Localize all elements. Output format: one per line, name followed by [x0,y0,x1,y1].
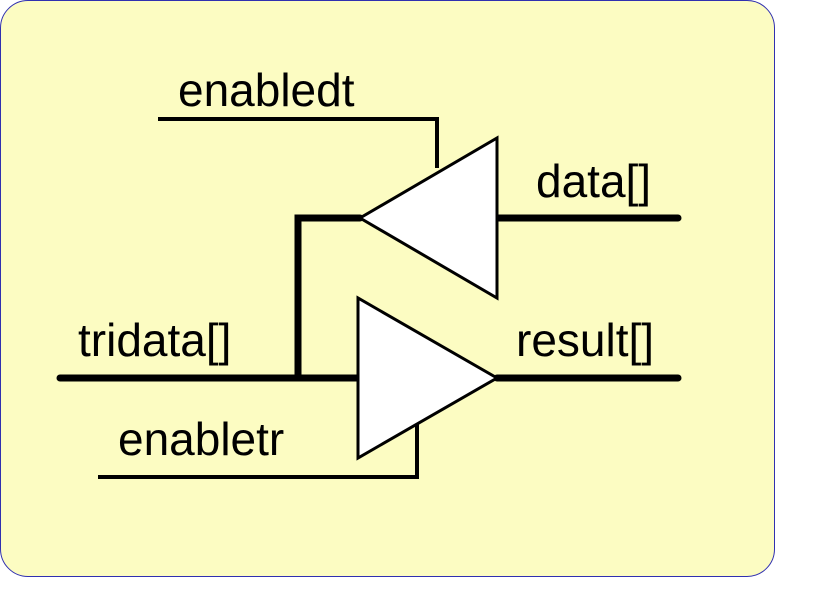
data-label: data[] [536,155,651,207]
upper-tristate-buffer [357,135,499,301]
tridata-label: tridata[] [78,314,231,366]
enabledt-label: enabledt [178,64,355,116]
feedback-bus-wire [294,214,364,382]
enabletr-wire [98,422,419,479]
enabledt-wire [158,117,439,168]
enabletr-label: enabletr [118,413,284,465]
lower-tristate-buffer [356,295,501,461]
result-label: result[] [516,314,654,366]
diagram-panel [0,0,775,577]
